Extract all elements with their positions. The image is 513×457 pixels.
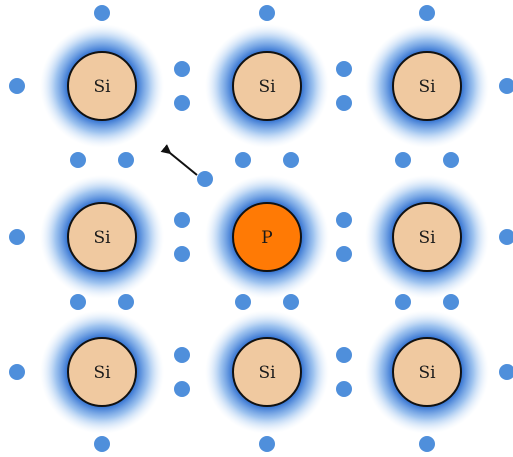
atom-label: Si — [258, 363, 276, 383]
atom-label: Si — [93, 363, 111, 383]
valence-electron — [336, 381, 352, 397]
valence-electron — [443, 152, 459, 168]
atom-label: Si — [258, 77, 276, 97]
atom-nucleus — [392, 51, 462, 121]
valence-electron — [395, 152, 411, 168]
atom-nucleus — [232, 51, 302, 121]
valence-electron — [283, 294, 299, 310]
free-electron-arrow-layer — [160, 144, 198, 176]
valence-electron — [336, 246, 352, 262]
valence-electron — [174, 347, 190, 363]
valence-electron — [235, 294, 251, 310]
valence-electron — [174, 381, 190, 397]
atom-label: Si — [418, 228, 436, 248]
silicon-atom: Si — [232, 337, 302, 407]
atom-label: P — [261, 228, 272, 248]
atom-label: Si — [93, 228, 111, 248]
valence-electron — [70, 152, 86, 168]
valence-electron — [94, 5, 110, 21]
atom-nucleus — [67, 51, 137, 121]
valence-electron — [94, 436, 110, 452]
valence-electron — [336, 61, 352, 77]
valence-electron — [336, 95, 352, 111]
free-electron — [197, 171, 213, 187]
valence-electron — [336, 347, 352, 363]
valence-electron — [419, 436, 435, 452]
silicon-atom: Si — [392, 337, 462, 407]
valence-electron — [118, 152, 134, 168]
valence-electron — [443, 294, 459, 310]
atom-label: Si — [418, 77, 436, 97]
valence-electron — [499, 78, 513, 94]
atom-label: Si — [418, 363, 436, 383]
valence-electron — [336, 212, 352, 228]
valence-electron — [70, 294, 86, 310]
valence-electron — [419, 5, 435, 21]
phosphorus-atom: P — [232, 202, 302, 272]
valence-electron — [9, 78, 25, 94]
valence-electron — [259, 5, 275, 21]
valence-electron-layer — [9, 5, 513, 452]
valence-electron — [174, 246, 190, 262]
silicon-atom: Si — [232, 51, 302, 121]
valence-electron — [499, 364, 513, 380]
valence-electron — [174, 61, 190, 77]
valence-electron — [235, 152, 251, 168]
arrow-icon — [160, 144, 198, 176]
valence-electron — [283, 152, 299, 168]
atom-nucleus — [232, 337, 302, 407]
silicon-atom: Si — [67, 51, 137, 121]
atom-nucleus — [67, 202, 137, 272]
atom-label: Si — [93, 77, 111, 97]
atom-nucleus — [392, 202, 462, 272]
valence-electron — [9, 364, 25, 380]
atom-nucleus — [232, 202, 302, 272]
silicon-atom: Si — [67, 337, 137, 407]
valence-electron — [395, 294, 411, 310]
valence-electron — [499, 229, 513, 245]
silicon-atom: Si — [392, 202, 462, 272]
valence-electron — [259, 436, 275, 452]
atom-nucleus — [67, 337, 137, 407]
valence-electron — [118, 294, 134, 310]
valence-electron — [174, 95, 190, 111]
silicon-atom: Si — [67, 202, 137, 272]
silicon-atom: Si — [392, 51, 462, 121]
valence-electron — [174, 212, 190, 228]
valence-electron — [9, 229, 25, 245]
atom-nucleus — [392, 337, 462, 407]
